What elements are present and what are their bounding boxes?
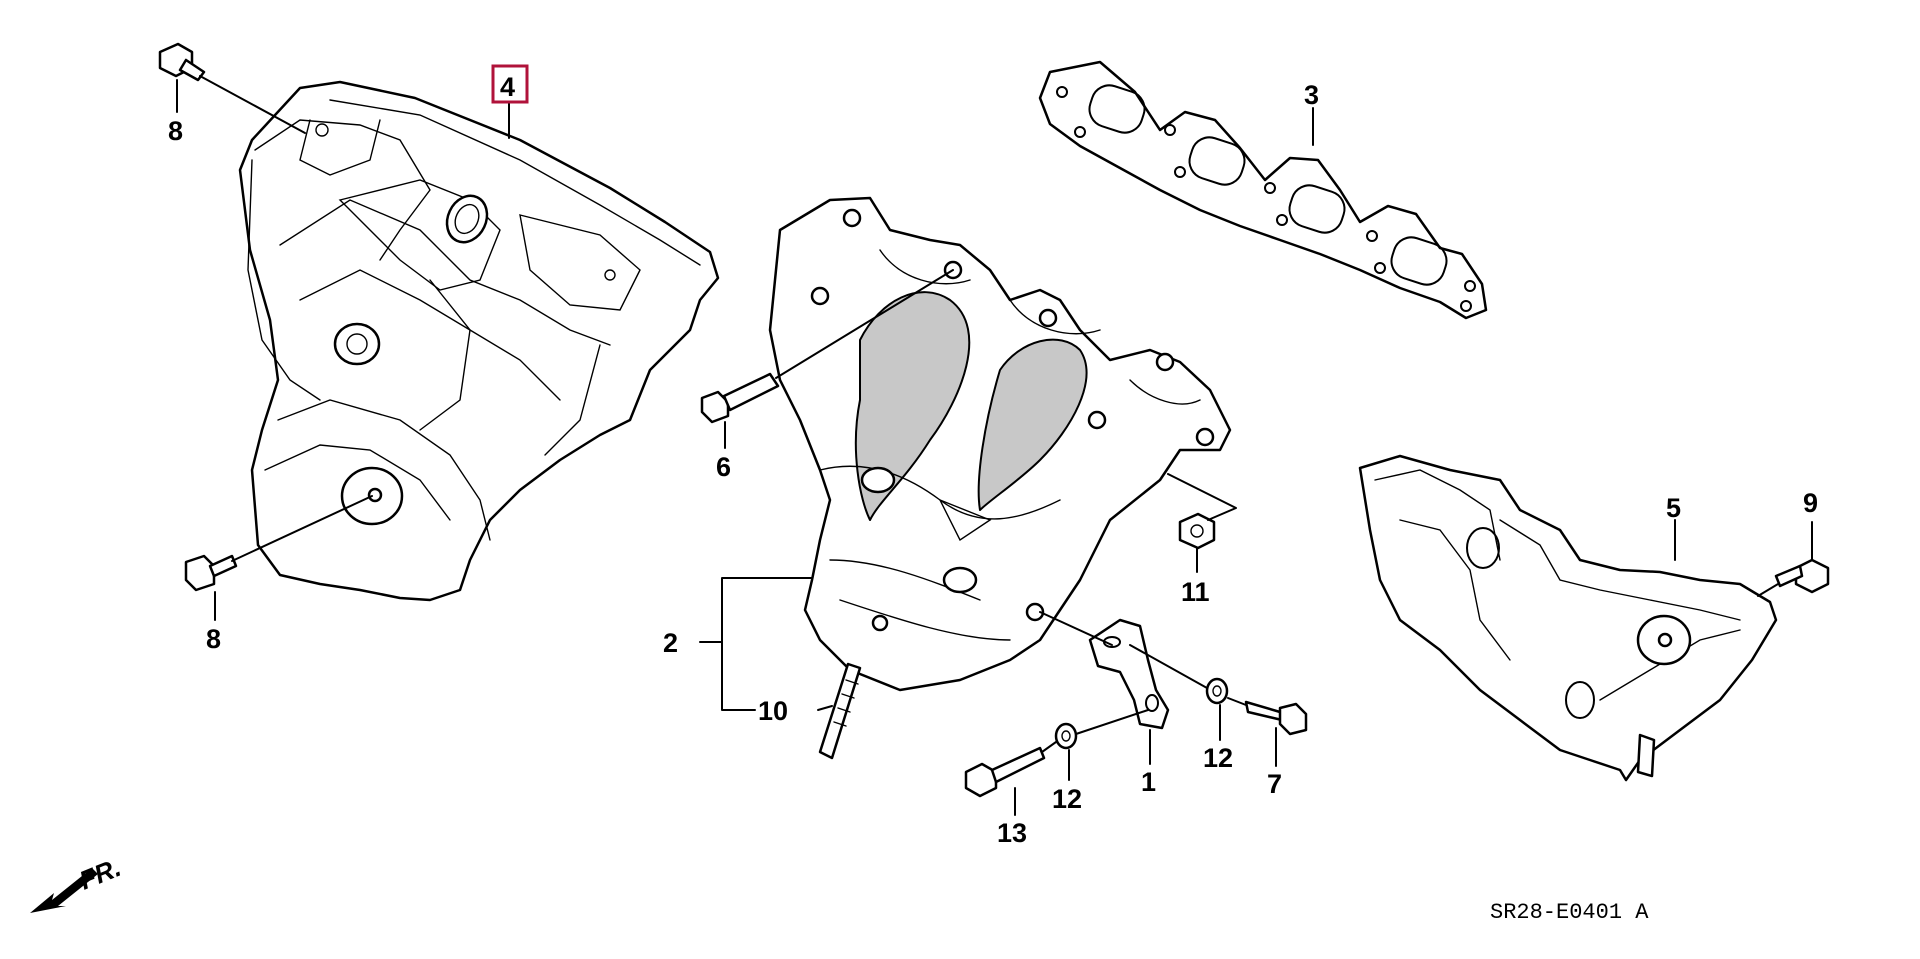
- callout-12-left[interactable]: 12: [1052, 784, 1082, 814]
- callout-8-top[interactable]: 8: [168, 116, 183, 146]
- callout-6[interactable]: 6: [716, 452, 731, 482]
- callout-13[interactable]: 13: [997, 818, 1027, 848]
- bolt-13[interactable]: [964, 741, 1057, 798]
- callout-11[interactable]: 11: [1181, 577, 1210, 607]
- arrow-icon: [30, 868, 98, 913]
- callout-9[interactable]: 9: [1803, 488, 1818, 518]
- callout-5[interactable]: 5: [1666, 493, 1681, 523]
- callout-2[interactable]: 2: [663, 628, 678, 658]
- bolt-8-bottom[interactable]: [184, 495, 373, 592]
- lower-heat-shield[interactable]: [1358, 454, 1778, 782]
- upper-heat-shield[interactable]: [238, 80, 720, 602]
- bolt-6[interactable]: [700, 269, 954, 424]
- front-direction-arrow: FR.: [30, 852, 125, 913]
- highlight-box: [491, 64, 529, 104]
- exhaust-manifold[interactable]: [768, 196, 1232, 692]
- direction-label: FR.: [75, 852, 125, 896]
- callout-10[interactable]: 10: [758, 696, 788, 726]
- callout-4[interactable]: 4: [500, 72, 515, 102]
- exhaust-manifold-gasket[interactable]: [1038, 60, 1488, 320]
- callout-8-bottom[interactable]: 8: [206, 624, 221, 654]
- diagram-code: SR28-E0401 A: [1490, 900, 1649, 925]
- bolt-8-top[interactable]: [158, 42, 306, 134]
- nut-11[interactable]: [1167, 473, 1237, 550]
- washer-12-left[interactable]: [1054, 709, 1149, 750]
- bolt-7[interactable]: [1227, 697, 1308, 736]
- callout-1[interactable]: 1: [1141, 767, 1156, 797]
- callout-12-right[interactable]: 12: [1203, 743, 1233, 773]
- manifold-bracket[interactable]: [1039, 611, 1170, 730]
- leader-lines: [176, 79, 1813, 816]
- stud-10[interactable]: [818, 662, 862, 760]
- callout-7[interactable]: 7: [1267, 769, 1282, 799]
- callout-3[interactable]: 3: [1304, 80, 1319, 110]
- bolt-9[interactable]: [1757, 558, 1830, 597]
- washer-12-right[interactable]: [1129, 644, 1229, 705]
